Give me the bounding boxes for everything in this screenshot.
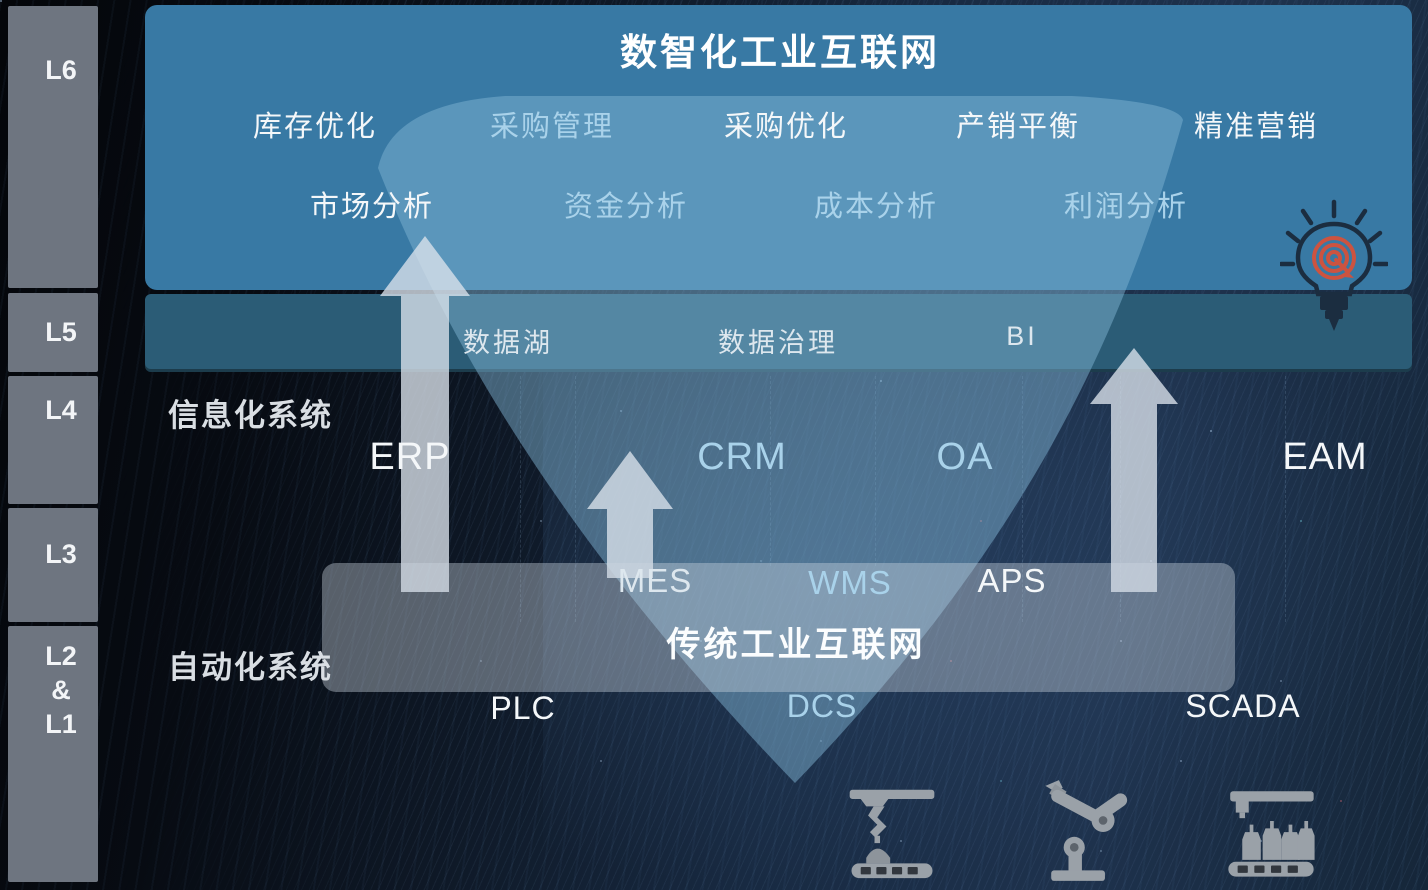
grid-dashed-line	[875, 376, 876, 566]
layer-label-l4: L4	[45, 395, 77, 425]
system-label-crm: CRM	[697, 436, 787, 478]
digital-title: 数智化工业互联网	[620, 32, 940, 73]
l3-item-mes: MES	[617, 562, 693, 599]
system-label-eam: EAM	[1282, 436, 1368, 478]
system-label-dcs: DCS	[786, 688, 858, 724]
layer-box-l3: L3	[8, 508, 98, 622]
bottling-line-icon	[1228, 791, 1315, 877]
digital-item-precision-marketing: 精准营销	[1193, 111, 1319, 143]
system-label-erp: ERP	[369, 436, 451, 478]
digital-item-supply-demand: 产销平衡	[955, 111, 1081, 143]
system-label-scada: SCADA	[1185, 688, 1301, 724]
digital-item-procurement-opt: 采购优化	[723, 111, 849, 143]
digital-industrial-internet-panel	[145, 5, 1412, 290]
system-label-plc: PLC	[490, 690, 556, 726]
idea-target-bulb-icon	[1280, 199, 1388, 331]
grid-dashed-line	[520, 376, 521, 622]
robot-arm-icon	[1045, 780, 1128, 881]
system-label-oa: OA	[936, 436, 994, 478]
digital-item-market-analysis: 市场分析	[309, 191, 435, 223]
layer-label-l2-l1: L2 & L1	[45, 641, 77, 739]
layer-box-l4: L4	[8, 376, 98, 504]
grid-dashed-line	[770, 376, 771, 566]
automation-systems-heading: 自动化系统	[168, 650, 333, 685]
layer-box-l6: L6	[8, 6, 98, 288]
grid-dashed-line	[575, 376, 576, 622]
data-layer-bar	[145, 294, 1412, 372]
pick-and-place-machine-icon	[849, 789, 935, 879]
digital-item-profit-analysis: 利润分析	[1063, 191, 1189, 223]
l5-item-data-lake: 数据湖	[463, 328, 553, 358]
star-specks	[0, 0, 2, 2]
layer-box-l5: L5	[8, 293, 98, 372]
target-arrow	[1344, 272, 1354, 278]
layer-label-l6: L6	[45, 55, 77, 85]
grid-dashed-line	[1285, 376, 1286, 622]
grid-dashed-line	[1022, 376, 1023, 622]
information-systems-heading: 信息化系统	[168, 398, 333, 433]
traditional-industrial-internet-box	[322, 563, 1235, 692]
digital-item-cost-analysis: 成本分析	[813, 191, 939, 223]
digital-item-procurement-mgmt: 采购管理	[489, 111, 615, 143]
layer-label-l5: L5	[45, 316, 77, 347]
l3-item-aps: APS	[977, 562, 1047, 599]
l3-item-wms: WMS	[808, 564, 892, 601]
digital-item-capital-analysis: 资金分析	[563, 191, 689, 223]
l5-item-data-governance: 数据治理	[718, 328, 838, 358]
layer-box-l2-l1: L2 & L1	[8, 626, 98, 882]
digital-item-inventory: 库存优化	[252, 111, 378, 143]
l5-item-bi: BI	[1006, 321, 1038, 351]
layer-label-l3: L3	[45, 539, 77, 569]
traditional-title: 传统工业互联网	[666, 626, 926, 664]
